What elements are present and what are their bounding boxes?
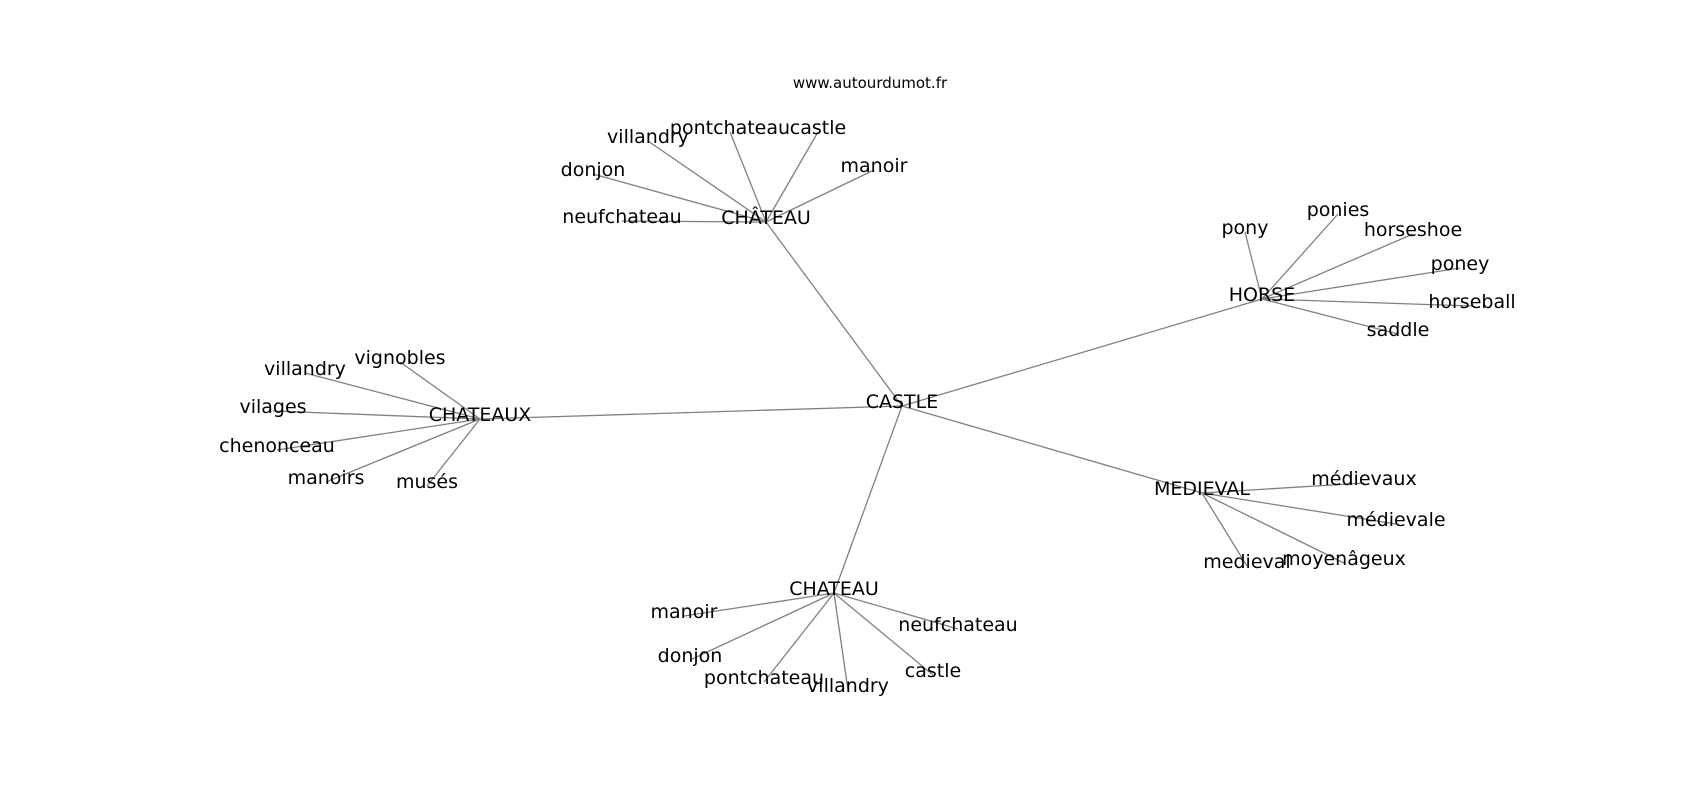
leaf-node-medieval-medievaux[interactable]: médievaux <box>1311 468 1416 490</box>
edge-chateaux-to-chenonceau <box>276 418 481 451</box>
edge-chateaux-to-manoirs <box>325 418 481 483</box>
leaf-node-chateau-plain-neufchateau[interactable]: neufchateau <box>898 614 1017 636</box>
leaf-node-chateaux-vignobles[interactable]: vignobles <box>354 347 445 369</box>
edge-root-to-horse <box>901 298 1263 407</box>
edges-layer <box>272 131 1473 691</box>
edge-chateau-accent-to-villandry <box>647 140 767 223</box>
edge-horse-to-saddle <box>1261 298 1399 335</box>
leaf-node-chateau-plain-donjon[interactable]: donjon <box>658 645 723 667</box>
edge-root-to-chateau-plain <box>833 405 903 594</box>
edge-chateau-plain-to-villandry <box>833 592 849 691</box>
watermark-text: www.autourdumot.fr <box>793 74 948 92</box>
edge-medieval-to-medieval <box>1201 492 1248 567</box>
hub-node-chateaux[interactable]: CHATEAUX <box>429 404 532 426</box>
edge-chateau-accent-to-pontchateau <box>729 131 767 223</box>
edge-root-to-chateau-accent <box>765 221 903 407</box>
leaf-node-chateau-plain-villandry[interactable]: villandry <box>807 675 889 697</box>
leaf-node-horse-pony[interactable]: pony <box>1222 217 1269 239</box>
leaf-node-medieval-moyenageux[interactable]: moyenâgeux <box>1282 548 1406 570</box>
leaf-node-horse-ponies[interactable]: ponies <box>1307 199 1370 221</box>
edge-chateau-plain-to-castle <box>833 592 934 676</box>
edge-chateau-accent-to-donjon <box>592 173 767 223</box>
edge-horse-to-pony <box>1244 231 1263 300</box>
leaf-node-medieval-medievale[interactable]: médievale <box>1346 509 1445 531</box>
edge-chateau-accent-to-castle <box>765 131 819 223</box>
leaf-node-chateaux-chenonceau[interactable]: chenonceau <box>219 435 335 457</box>
leaf-node-chateau-plain-manoir[interactable]: manoir <box>651 601 718 623</box>
hub-node-chateau-plain[interactable]: CHATEAU <box>789 578 879 600</box>
leaf-node-chateau-accent-castle[interactable]: castle <box>790 117 846 139</box>
edge-root-to-medieval <box>901 405 1203 494</box>
leaf-node-horse-horseball[interactable]: horseball <box>1428 291 1515 313</box>
edge-chateau-plain-to-manoir <box>683 592 835 617</box>
edge-medieval-to-medievale <box>1201 492 1397 525</box>
leaf-node-horse-horseshoe[interactable]: horseshoe <box>1364 219 1462 241</box>
edge-chateau-plain-to-donjon <box>689 592 835 661</box>
hub-node-chateau-accent[interactable]: CHÂTEAU <box>721 206 811 229</box>
edge-medieval-to-medievaux <box>1201 482 1365 494</box>
leaf-node-chateau-accent-manoir[interactable]: manoir <box>841 155 908 177</box>
leaf-node-chateaux-vilages[interactable]: vilages <box>239 396 306 418</box>
leaf-node-chateau-accent-villandry[interactable]: villandry <box>607 126 689 148</box>
hub-node-horse[interactable]: HORSE <box>1229 284 1296 306</box>
leaf-node-chateaux-muses[interactable]: musés <box>396 471 458 493</box>
edge-root-to-chateaux <box>479 405 903 420</box>
edge-chateaux-to-muses <box>426 418 481 487</box>
edge-chateaux-to-vignobles <box>399 361 481 420</box>
leaf-node-chateau-accent-neufchateau[interactable]: neufchateau <box>562 206 681 228</box>
leaf-node-chateau-plain-castle[interactable]: castle <box>905 660 961 682</box>
leaf-node-chateaux-villandry[interactable]: villandry <box>264 358 346 380</box>
edge-chateau-plain-to-neufchateau <box>833 592 959 630</box>
leaf-node-chateau-accent-pontchateau[interactable]: pontchateau <box>670 117 790 139</box>
edge-medieval-to-moyenageux <box>1201 492 1345 564</box>
edge-chateau-accent-to-neufchateau <box>621 220 767 223</box>
leaf-node-chateau-plain-pontchateau[interactable]: pontchateau <box>704 667 824 689</box>
hub-node-medieval[interactable]: MEDIEVAL <box>1154 478 1250 500</box>
edge-horse-to-poney <box>1261 267 1461 300</box>
leaf-node-horse-saddle[interactable]: saddle <box>1367 319 1430 341</box>
leaf-node-medieval-medieval[interactable]: medieval <box>1203 551 1290 573</box>
edge-horse-to-ponies <box>1261 213 1339 300</box>
edge-chateau-plain-to-pontchateau <box>763 592 835 683</box>
edge-horse-to-horseball <box>1261 298 1473 307</box>
leaf-node-chateau-accent-donjon[interactable]: donjon <box>561 159 626 181</box>
edge-chateaux-to-vilages <box>272 410 481 420</box>
edge-chateaux-to-villandry <box>304 372 481 420</box>
edge-chateau-accent-to-manoir <box>765 169 875 223</box>
leaf-node-chateaux-manoirs[interactable]: manoirs <box>288 467 365 489</box>
root-node-label[interactable]: CASTLE <box>866 391 939 413</box>
leaf-node-horse-poney[interactable]: poney <box>1431 253 1490 275</box>
edge-horse-to-horseshoe <box>1261 233 1414 300</box>
